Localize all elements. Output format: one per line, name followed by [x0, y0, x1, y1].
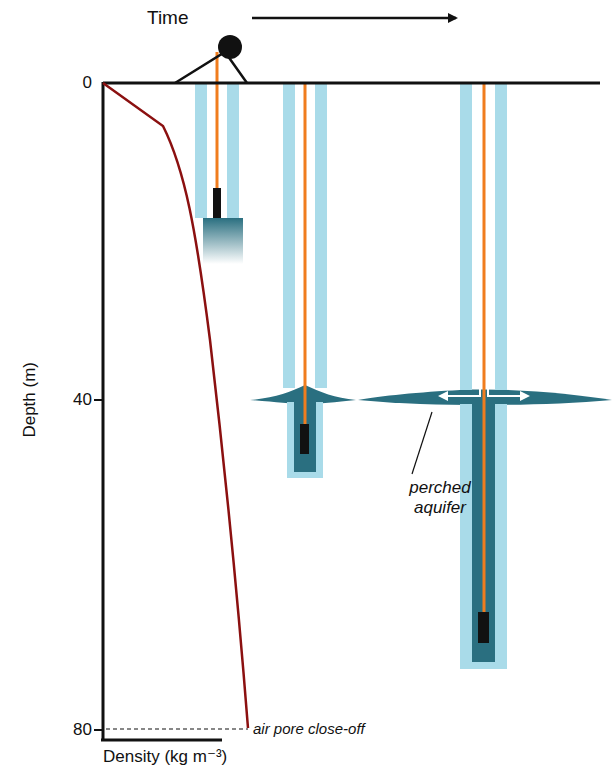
density-curve [103, 83, 248, 728]
drill-pulley [218, 35, 242, 59]
perched-aquifer [250, 385, 356, 404]
leader-line [412, 412, 432, 474]
depth-axis [102, 82, 105, 741]
borehole-wall [283, 84, 295, 388]
flow-arrow [440, 386, 480, 396]
axis-title: Depth (m) [20, 362, 40, 438]
drill-cable [304, 84, 307, 427]
surface-line [103, 82, 600, 85]
axis-title: Density (kg m⁻³) [103, 747, 227, 767]
borehole-wall [495, 84, 507, 390]
borehole-wall [227, 84, 239, 218]
drill-cable [216, 52, 219, 190]
note-label: air pore close-off [253, 720, 365, 737]
drill-cable [483, 84, 486, 614]
density-axis [101, 739, 222, 742]
close-off-line [106, 728, 248, 729]
tick [94, 729, 103, 731]
axis-title: Time [147, 7, 189, 29]
borehole-wall [460, 84, 472, 390]
borehole-wall [195, 84, 207, 218]
tick-label: 40 [73, 390, 92, 410]
callout-label: perched aquifer [400, 478, 480, 517]
tick-label: 80 [73, 720, 92, 740]
drill-tool [478, 612, 489, 643]
tick-label: 0 [83, 73, 92, 93]
tick [94, 399, 103, 401]
drill-tool [213, 188, 221, 218]
time-arrow [252, 17, 456, 20]
borehole-water [203, 218, 243, 264]
flow-arrow [488, 386, 528, 396]
drill-tool [300, 424, 309, 454]
borehole-wall [315, 84, 327, 388]
